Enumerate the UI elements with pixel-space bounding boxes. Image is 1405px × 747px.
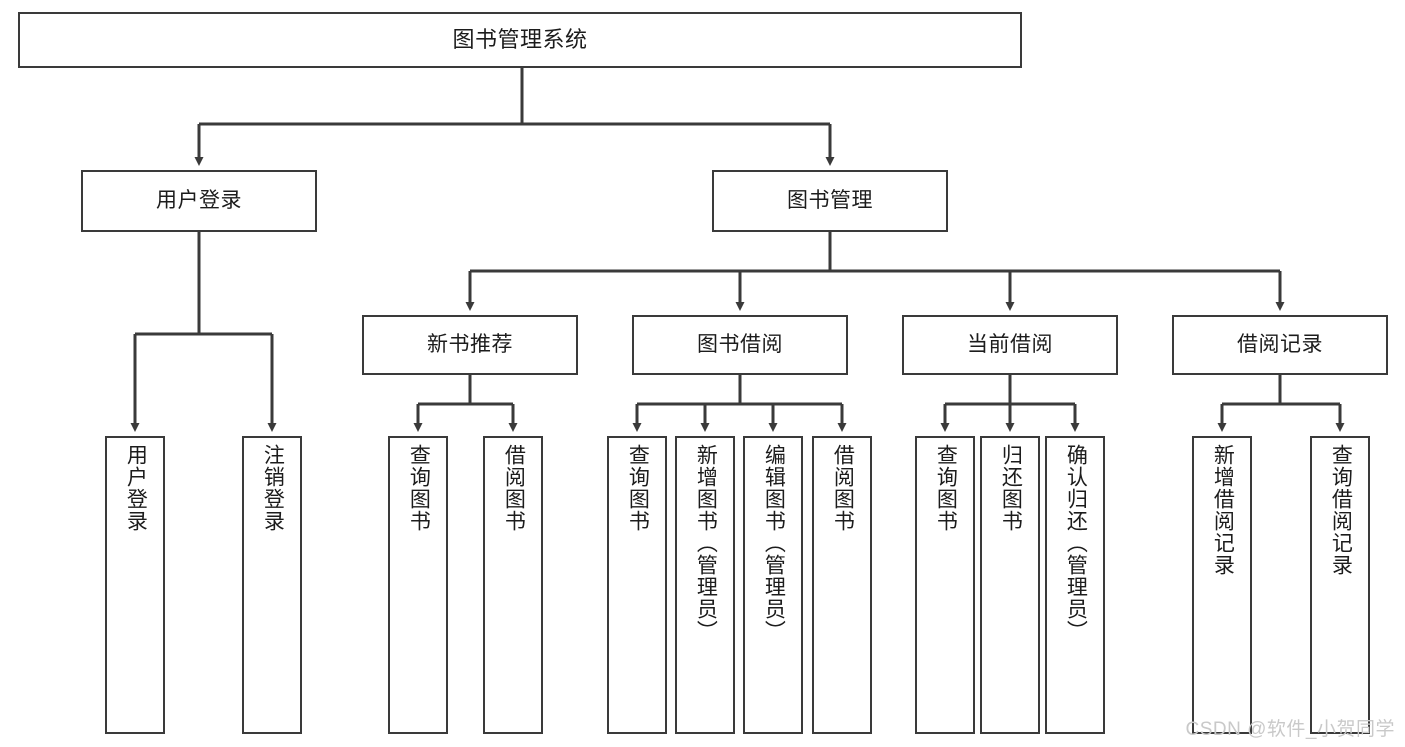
node-leaf-add-book[interactable]: 新增图书（管理员） (675, 436, 735, 734)
node-leaf-borrow-book-2-label: 借阅图书 (831, 444, 855, 532)
node-book-borrow-label: 图书借阅 (697, 332, 783, 356)
node-leaf-return-book[interactable]: 归还图书 (980, 436, 1040, 734)
node-leaf-return-book-label: 归还图书 (999, 444, 1023, 532)
node-leaf-user-logout-label: 注销登录 (261, 444, 285, 532)
node-leaf-confirm-return-label: 确认归还（管理员） (1064, 444, 1088, 642)
node-current-borrow-label: 当前借阅 (967, 332, 1053, 356)
node-leaf-borrow-book-1-label: 借阅图书 (502, 444, 526, 532)
node-leaf-user-login[interactable]: 用户登录 (105, 436, 165, 734)
node-leaf-add-record[interactable]: 新增借阅记录 (1192, 436, 1252, 734)
node-leaf-borrow-book-2[interactable]: 借阅图书 (812, 436, 872, 734)
node-leaf-edit-book[interactable]: 编辑图书（管理员） (743, 436, 803, 734)
node-leaf-add-record-label: 新增借阅记录 (1211, 444, 1235, 576)
node-book-manage[interactable]: 图书管理 (712, 170, 948, 232)
node-root[interactable]: 图书管理系统 (18, 12, 1022, 68)
node-leaf-query-record[interactable]: 查询借阅记录 (1310, 436, 1370, 734)
node-leaf-user-login-label: 用户登录 (124, 444, 148, 532)
node-new-book-recommend[interactable]: 新书推荐 (362, 315, 578, 375)
node-leaf-query-book-2-label: 查询图书 (626, 444, 650, 532)
node-new-book-recommend-label: 新书推荐 (427, 332, 513, 356)
node-leaf-query-book-1-label: 查询图书 (407, 444, 431, 532)
node-leaf-query-book-2[interactable]: 查询图书 (607, 436, 667, 734)
node-leaf-add-book-label: 新增图书（管理员） (694, 444, 718, 642)
node-user-login-label: 用户登录 (156, 188, 242, 212)
watermark-text: CSDN @软件_小贺同学 (1185, 719, 1395, 740)
node-leaf-query-book-3-label: 查询图书 (934, 444, 958, 532)
node-leaf-edit-book-label: 编辑图书（管理员） (762, 444, 786, 642)
node-user-login[interactable]: 用户登录 (81, 170, 317, 232)
node-leaf-user-logout[interactable]: 注销登录 (242, 436, 302, 734)
node-leaf-confirm-return[interactable]: 确认归还（管理员） (1045, 436, 1105, 734)
node-leaf-borrow-book-1[interactable]: 借阅图书 (483, 436, 543, 734)
node-leaf-query-book-1[interactable]: 查询图书 (388, 436, 448, 734)
node-book-manage-label: 图书管理 (787, 188, 873, 212)
node-leaf-query-book-3[interactable]: 查询图书 (915, 436, 975, 734)
node-borrow-record[interactable]: 借阅记录 (1172, 315, 1388, 375)
node-root-label: 图书管理系统 (452, 27, 588, 53)
node-book-borrow[interactable]: 图书借阅 (632, 315, 848, 375)
node-borrow-record-label: 借阅记录 (1237, 332, 1323, 356)
node-leaf-query-record-label: 查询借阅记录 (1329, 444, 1353, 576)
node-current-borrow[interactable]: 当前借阅 (902, 315, 1118, 375)
